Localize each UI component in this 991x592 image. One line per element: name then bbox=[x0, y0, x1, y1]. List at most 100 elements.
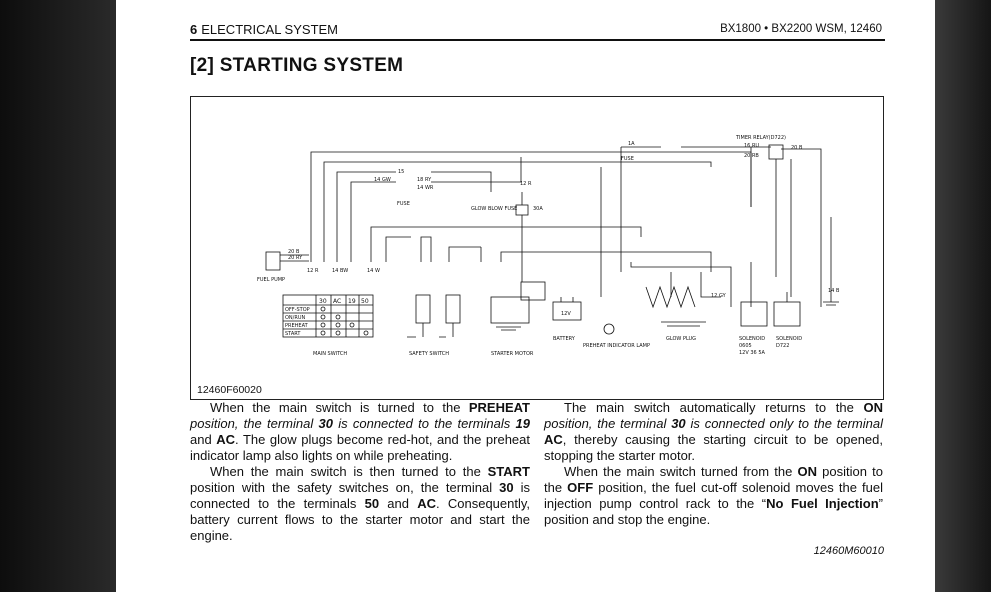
switch-col-19: 19 bbox=[348, 298, 356, 305]
text-run: AC bbox=[216, 432, 236, 447]
label-wire-14bw: 14 BW bbox=[332, 268, 348, 274]
battery-symbol bbox=[552, 301, 582, 321]
paragraph: When the main switch is turned to the PR… bbox=[190, 400, 530, 464]
label-solenoid-0605-spec: 12V 36 5A bbox=[739, 350, 766, 356]
switch-dot bbox=[335, 322, 341, 328]
label-wire-16ru: 16 RU bbox=[744, 143, 759, 149]
text-run: 50 bbox=[364, 496, 380, 511]
starter-ground bbox=[496, 326, 521, 331]
safety-switch-1 bbox=[415, 294, 431, 324]
label-glow-fuse-amp: 30A bbox=[533, 206, 543, 212]
chapter-title: ELECTRICAL SYSTEM bbox=[201, 22, 339, 37]
safety-switch-2 bbox=[445, 294, 461, 324]
wire-bus-4 bbox=[350, 181, 396, 262]
label-timer-relay: TIMER RELAY(D722) bbox=[735, 135, 786, 141]
wire-fuse-out bbox=[431, 157, 522, 183]
label-wire-20b-relay: 20 B bbox=[791, 145, 803, 151]
glow-plug-ground bbox=[661, 321, 706, 327]
text-run: When the main switch is then turned to t… bbox=[210, 464, 488, 479]
text-run: and bbox=[379, 496, 418, 511]
label-wire-12r-top: 12 R bbox=[520, 181, 532, 187]
viewer-right-margin bbox=[935, 0, 991, 592]
document-code: 12460M60010 bbox=[813, 545, 884, 557]
paragraph: When the main switch is then turned to t… bbox=[190, 464, 530, 544]
wire-140 bbox=[385, 236, 411, 262]
wire-solenoid bbox=[630, 262, 752, 307]
label-wire-15: 15 bbox=[398, 169, 404, 175]
label-preheat-lamp: PREHEAT INDICATOR LAMP bbox=[583, 343, 650, 349]
text-column-left: When the main switch is turned to the PR… bbox=[190, 400, 530, 544]
wiring-diagram-svg: FUEL PUMP MAIN SWITCH SAFETY SWITCH STAR… bbox=[257, 135, 840, 357]
wire-main-bus bbox=[310, 151, 752, 262]
label-wire-12r: 12 R bbox=[307, 268, 319, 274]
figure-code: 12460F60020 bbox=[197, 384, 262, 396]
switch-row-off: OFF-STOP bbox=[285, 307, 310, 313]
paragraph: When the main switch turned from the ON … bbox=[544, 464, 883, 528]
label-wire-12gy: 12 GY bbox=[711, 293, 727, 299]
wire-bus-3 bbox=[336, 171, 396, 262]
text-run: When the main switch turned from the bbox=[564, 464, 798, 479]
switch-dot bbox=[320, 306, 326, 312]
text-run: . Consequently, battery current flows to… bbox=[190, 496, 531, 543]
label-solenoid-0605: SOLENOID bbox=[739, 336, 765, 342]
text-run: START bbox=[487, 464, 530, 479]
label-wire-14w: 14 W bbox=[367, 268, 380, 274]
chapter-number: 6 bbox=[190, 22, 198, 37]
right-ground bbox=[823, 217, 839, 306]
text-run: position, the fuel cut-off solenoid move… bbox=[544, 480, 884, 511]
label-solenoid-0605-id: 0605 bbox=[739, 343, 752, 349]
main-switch-table bbox=[282, 294, 374, 338]
label-battery-volt: 12V bbox=[561, 311, 571, 317]
text-run: , thereby causing the starting circuit t… bbox=[544, 432, 883, 463]
glow-blow-fuse-box bbox=[515, 204, 529, 216]
wire-fuse-out-2 bbox=[431, 171, 492, 192]
text-run: AC bbox=[544, 432, 563, 447]
label-wire-14wr: 14 WR bbox=[417, 185, 434, 191]
text-run: No Fuel Injection bbox=[766, 496, 879, 511]
label-top-fuse: FUSE bbox=[621, 156, 634, 162]
switch-dot bbox=[349, 322, 355, 328]
wire-relay-down bbox=[775, 159, 792, 297]
wire-top-fuse-2 bbox=[681, 146, 752, 207]
preheat-lamp-symbol bbox=[603, 323, 615, 335]
label-wire-18ry: 18 RY bbox=[417, 177, 432, 183]
switch-row-on: ON/RUN bbox=[285, 315, 305, 321]
label-wire-20b: 20 B bbox=[288, 249, 300, 255]
wire-150 bbox=[448, 246, 481, 262]
text-column-right: The main switch automatically returns to… bbox=[544, 400, 883, 528]
label-fuse: FUSE bbox=[397, 201, 410, 207]
timer-relay-box bbox=[768, 144, 784, 160]
label-wire-1a: 1A bbox=[628, 141, 635, 147]
text-run: position, the terminal bbox=[190, 416, 319, 431]
text-run: and bbox=[190, 432, 217, 447]
label-fuel-pump: FUEL PUMP bbox=[257, 277, 285, 283]
text-run: OFF bbox=[567, 480, 594, 495]
switch-col-30: 30 bbox=[319, 298, 327, 305]
text-run: is connected to the terminals bbox=[332, 416, 516, 431]
text-run: position with the safety switches on, th… bbox=[190, 480, 500, 495]
wire-safety-loop bbox=[420, 236, 432, 262]
section-title: [2] STARTING SYSTEM bbox=[190, 55, 404, 76]
label-solenoid-d722: SOLENOID bbox=[776, 336, 802, 342]
text-run: ON bbox=[797, 464, 818, 479]
switch-row-preheat: PREHEAT bbox=[285, 323, 309, 329]
label-battery: BATTERY bbox=[553, 336, 576, 342]
solenoid-0605-symbol bbox=[740, 301, 768, 327]
fuel-pump-symbol bbox=[265, 251, 281, 271]
text-run: AC bbox=[417, 496, 437, 511]
wire-timer-relay bbox=[751, 146, 822, 307]
switch-dot bbox=[320, 314, 326, 320]
text-run: position to the bbox=[544, 464, 884, 495]
label-wire-14gw: 14 GW bbox=[374, 177, 391, 183]
paragraph: The main switch automatically returns to… bbox=[544, 400, 883, 464]
text-run: 19 bbox=[515, 416, 530, 431]
text-run: When the main switch is turned to the bbox=[210, 400, 469, 415]
wiring-diagram: FUEL PUMP MAIN SWITCH SAFETY SWITCH STAR… bbox=[190, 96, 884, 400]
viewer-left-margin bbox=[0, 0, 116, 592]
switch-dot bbox=[335, 330, 341, 336]
wire-130 bbox=[370, 226, 642, 262]
text-run: PREHEAT bbox=[468, 400, 530, 415]
starter-motor-symbol bbox=[490, 296, 530, 324]
